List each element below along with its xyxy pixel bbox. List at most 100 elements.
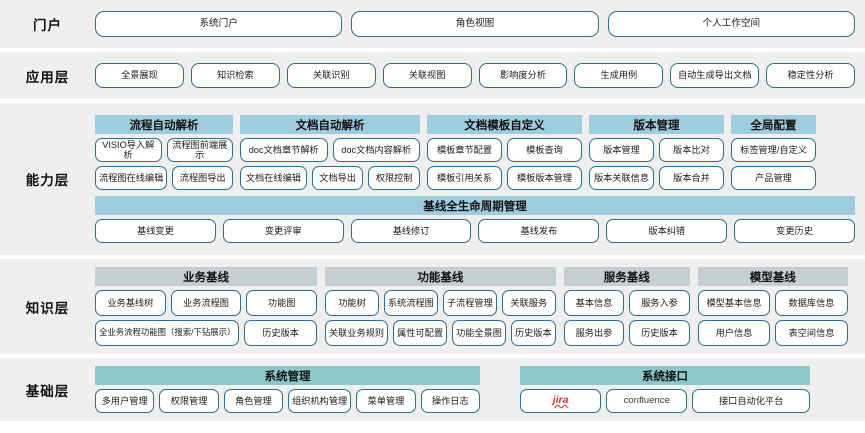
- capability-groups: 流程自动解析 VISIO导入解析 流程图前端展示 流程图在线编辑 流程图导出: [95, 115, 855, 190]
- foundation-group-interface-title: 系统接口: [520, 366, 810, 385]
- kn-srv-r2-0[interactable]: 服务出参: [563, 320, 625, 346]
- capability-group-flow-row2: 流程图在线编辑 流程图导出: [95, 166, 233, 190]
- layer-body-foundation: 系统管理 多用户管理 权限管理 角色管理 组织机构管理 菜单管理 操作日志 系统…: [95, 361, 865, 418]
- fd-sys-1[interactable]: 权限管理: [159, 389, 219, 413]
- application-item-4[interactable]: 影响度分析: [478, 63, 568, 88]
- knowledge-group-service-rows: 基本信息 服务入参 服务出参 历史版本: [563, 290, 690, 346]
- capability-group-version-title: 版本管理: [589, 115, 724, 134]
- cap-tpl-r1-1[interactable]: 模板查询: [507, 138, 582, 162]
- cap-glob-r2-0[interactable]: 产品管理: [731, 166, 816, 190]
- cap-doc-r1-1[interactable]: doc文档内容解析: [332, 138, 420, 162]
- jira-logo-button[interactable]: jira: [520, 389, 602, 413]
- kn-fun-r2-3[interactable]: 历史版本: [511, 320, 556, 346]
- cap-flow-r2-1[interactable]: 流程图导出: [172, 166, 233, 190]
- portal-button-row: 系统门户 角色视图 个人工作空间: [95, 11, 855, 37]
- cap-doc-r2-2[interactable]: 权限控制: [368, 166, 420, 190]
- cap-doc-r2-0[interactable]: 文档在线编辑: [240, 166, 307, 190]
- kn-biz-r2-1[interactable]: 历史版本: [244, 320, 317, 346]
- kn-srv-r2-1[interactable]: 历史版本: [629, 320, 690, 346]
- layer-capability: 能力层 流程自动解析 VISIO导入解析 流程图前端展示 流程图在线编辑 流程图…: [0, 103, 865, 255]
- fd-sys-2[interactable]: 角色管理: [223, 389, 284, 413]
- capability-group-flow-rows: VISIO导入解析 流程图前端展示 流程图在线编辑 流程图导出: [95, 138, 233, 190]
- kn-fun-r2-0[interactable]: 关联业务规则: [325, 320, 389, 346]
- kn-srv-r1-1[interactable]: 服务入参: [629, 290, 690, 316]
- knowledge-function-row1: 功能树 系统流程图 子流程管理 关联服务: [325, 290, 556, 316]
- cap-tpl-r1-0[interactable]: 模板章节配置: [427, 138, 502, 162]
- baseline-item-1[interactable]: 变更评审: [222, 219, 344, 243]
- api-automation-platform-button[interactable]: 接口自动化平台: [692, 389, 810, 413]
- kn-fun-r2-2[interactable]: 功能全景图: [452, 320, 506, 346]
- portal-item-1[interactable]: 角色视图: [351, 11, 599, 37]
- fd-sys-4[interactable]: 菜单管理: [356, 389, 416, 413]
- baseline-lifecycle-title: 基线全生命周期管理: [95, 196, 855, 215]
- capability-group-global-title: 全局配置: [731, 115, 816, 134]
- capability-group-template-row1: 模板章节配置 模板查询: [427, 138, 582, 162]
- layer-portal: 门户 系统门户 角色视图 个人工作空间: [0, 0, 865, 48]
- application-item-1[interactable]: 知识检索: [190, 63, 280, 88]
- kn-fun-r1-3[interactable]: 关联服务: [501, 290, 556, 316]
- baseline-item-3[interactable]: 基线发布: [478, 219, 600, 243]
- knowledge-group-model-title: 模型基线: [697, 267, 848, 286]
- kn-mod-r1-1[interactable]: 数据库信息: [775, 290, 848, 316]
- capability-group-version-row1: 版本管理 版本比对: [589, 138, 724, 162]
- cap-ver-r1-0[interactable]: 版本管理: [589, 138, 654, 162]
- application-item-2[interactable]: 关联识别: [286, 63, 376, 88]
- baseline-item-4[interactable]: 版本纠错: [606, 219, 728, 243]
- layer-label-capability: 能力层: [25, 173, 70, 188]
- kn-mod-r1-0[interactable]: 模型基本信息: [697, 290, 771, 316]
- knowledge-service-row2: 服务出参 历史版本: [563, 320, 690, 346]
- fd-sys-3[interactable]: 组织机构管理: [288, 389, 352, 413]
- cap-doc-r2-1[interactable]: 文档导出: [311, 166, 364, 190]
- kn-fun-r1-1[interactable]: 系统流程图: [383, 290, 438, 316]
- foundation-group-system-management: 系统管理 多用户管理 权限管理 角色管理 组织机构管理 菜单管理 操作日志: [95, 366, 480, 413]
- capability-group-document: 文档自动解析 doc文档章节解析 doc文档内容解析 文档在线编辑 文档导出 权…: [240, 115, 420, 190]
- kn-mod-r2-1[interactable]: 表空间信息: [775, 320, 848, 346]
- layer-body-portal: 系统门户 角色视图 个人工作空间: [95, 6, 865, 42]
- application-item-3[interactable]: 关联视图: [382, 63, 472, 88]
- cap-ver-r1-1[interactable]: 版本比对: [659, 138, 724, 162]
- application-item-5[interactable]: 生成用例: [574, 63, 664, 88]
- layer-label-application: 应用层: [25, 69, 70, 85]
- application-item-6[interactable]: 自动生成导出文档: [670, 63, 760, 88]
- knowledge-model-row2: 用户信息 表空间信息: [697, 320, 848, 346]
- cap-glob-r1-0[interactable]: 标签管理/自定义: [731, 138, 816, 162]
- knowledge-group-business-title: 业务基线: [95, 267, 317, 286]
- kn-mod-r2-0[interactable]: 用户信息: [697, 320, 771, 346]
- capability-group-document-title: 文档自动解析: [240, 115, 420, 134]
- baseline-item-0[interactable]: 基线变更: [95, 219, 216, 243]
- fd-sys-0[interactable]: 多用户管理: [95, 389, 155, 413]
- cap-ver-r2-0[interactable]: 版本关联信息: [589, 166, 654, 190]
- cap-doc-r1-0[interactable]: doc文档章节解析: [240, 138, 328, 162]
- cap-tpl-r2-1[interactable]: 模板版本管理: [507, 166, 582, 190]
- knowledge-group-model-rows: 模型基本信息 数据库信息 用户信息 表空间信息: [697, 290, 848, 346]
- kn-biz-r2-0[interactable]: 全业务流程功能图（搜索/下钻展示）: [95, 320, 240, 346]
- kn-biz-r1-1[interactable]: 业务流程图: [170, 290, 242, 316]
- baseline-item-5[interactable]: 变更历史: [734, 219, 855, 243]
- portal-item-0[interactable]: 系统门户: [95, 11, 343, 37]
- kn-fun-r2-1[interactable]: 属性可配置: [393, 320, 448, 346]
- cap-flow-r2-0[interactable]: 流程图在线编辑: [95, 166, 168, 190]
- cap-flow-r1-1[interactable]: 流程图前端展示: [166, 138, 233, 162]
- confluence-logo-button[interactable]: confluence: [606, 389, 688, 413]
- kn-fun-r1-0[interactable]: 功能树: [325, 290, 379, 316]
- capability-group-document-row1: doc文档章节解析 doc文档内容解析: [240, 138, 420, 162]
- layer-label-knowledge: 知识层: [25, 300, 70, 316]
- kn-srv-r1-0[interactable]: 基本信息: [563, 290, 625, 316]
- kn-fun-r1-2[interactable]: 子流程管理: [442, 290, 497, 316]
- cap-flow-r1-0[interactable]: VISIO导入解析: [95, 138, 162, 162]
- capability-group-document-rows: doc文档章节解析 doc文档内容解析 文档在线编辑 文档导出 权限控制: [240, 138, 420, 190]
- kn-biz-r1-0[interactable]: 业务基线树: [95, 290, 166, 316]
- application-item-0[interactable]: 全景展现: [95, 63, 184, 88]
- cap-ver-r2-1[interactable]: 版本合并: [659, 166, 724, 190]
- portal-item-2[interactable]: 个人工作空间: [607, 11, 855, 37]
- capability-group-global-rows: 标签管理/自定义 产品管理: [731, 138, 816, 190]
- baseline-item-2[interactable]: 基线修订: [350, 219, 472, 243]
- knowledge-service-row1: 基本信息 服务入参: [563, 290, 690, 316]
- layer-body-application: 全景展现 知识检索 关联识别 关联视图 影响度分析 生成用例 自动生成导出文档 …: [95, 58, 865, 93]
- fd-sys-5[interactable]: 操作日志: [420, 389, 480, 413]
- application-item-7[interactable]: 稳定性分析: [766, 63, 855, 88]
- cap-tpl-r2-0[interactable]: 模板引用关系: [427, 166, 502, 190]
- capability-group-template-title: 文档模板自定义: [427, 115, 582, 134]
- kn-biz-r1-2[interactable]: 功能图: [246, 290, 318, 316]
- foundation-interface-row: jira confluence 接口自动化平台: [520, 389, 810, 413]
